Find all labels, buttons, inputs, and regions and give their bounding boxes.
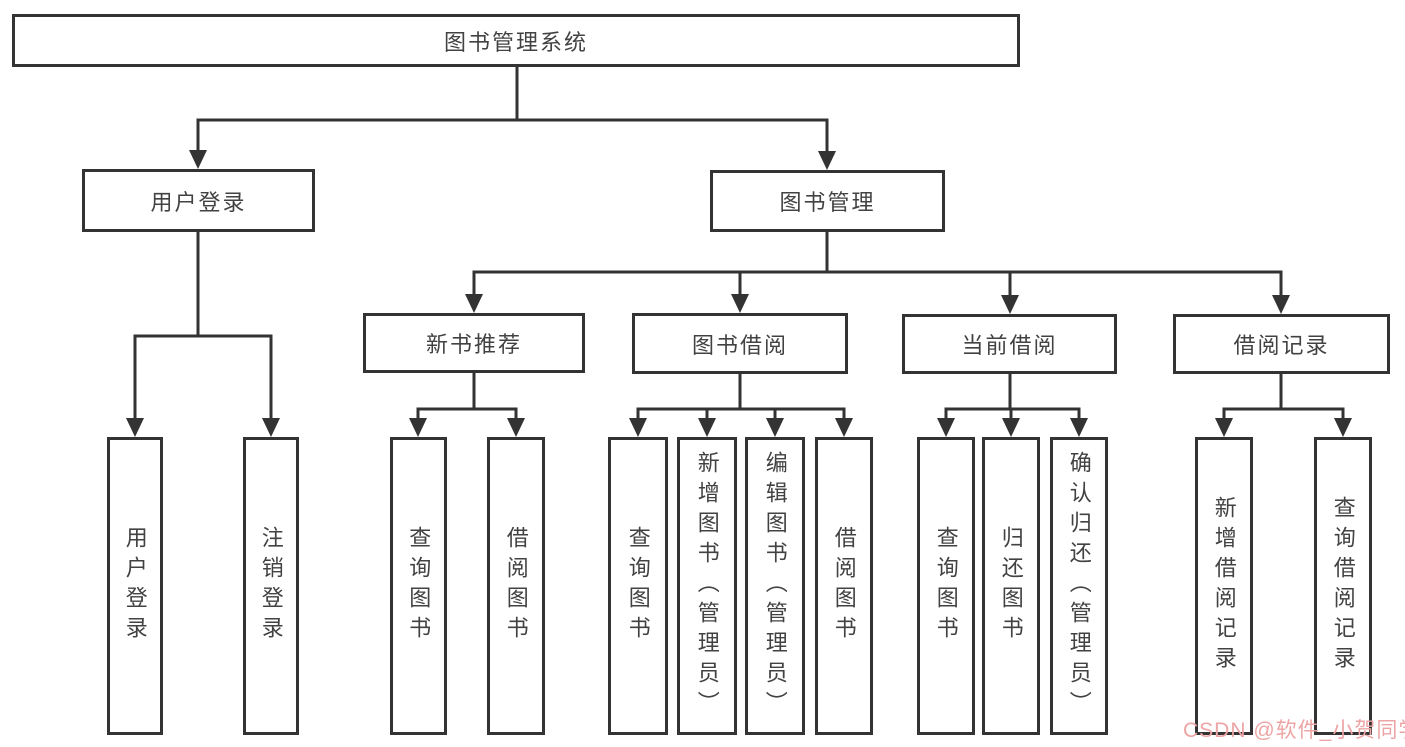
arrow-down-icon: [262, 418, 280, 437]
node-label: 查询图书: [933, 526, 959, 646]
node-leaf-confirm-return-admin: 确认归还（管理员）: [1050, 437, 1108, 735]
arrow-down-icon: [835, 418, 853, 437]
node-leaf-query-book-2: 查询图书: [608, 437, 668, 735]
node-label: 查询图书: [406, 526, 432, 646]
node-book-management: 图书管理: [710, 170, 945, 232]
node-label: 查询图书: [625, 526, 651, 646]
csdn-watermark: CSDN @软件_小贺同学: [1183, 719, 1405, 742]
node-label: 用户登录: [150, 189, 247, 215]
node-label: 新增借阅记录: [1211, 496, 1237, 676]
arrow-down-icon: [189, 150, 207, 169]
connector-book-borrow-split: [636, 374, 846, 421]
node-label: 注销登录: [258, 526, 284, 646]
node-leaf-query-borrow-record: 查询借阅记录: [1314, 437, 1372, 735]
arrow-down-icon: [937, 418, 955, 437]
node-current-borrow: 当前借阅: [902, 314, 1117, 374]
node-label: 图书管理: [779, 190, 876, 215]
node-label: 编辑图书（管理员）: [762, 451, 788, 721]
node-label: 借阅记录: [1233, 333, 1330, 358]
arrow-down-icon: [409, 418, 427, 437]
arrow-down-icon: [507, 418, 525, 437]
node-label: 确认归还（管理员）: [1066, 451, 1092, 721]
node-label: 用户登录: [122, 526, 148, 646]
node-leaf-add-borrow-record: 新增借阅记录: [1195, 437, 1253, 735]
connector-user-login-split: [133, 232, 273, 420]
node-leaf-query-book-3: 查询图书: [917, 437, 975, 735]
node-leaf-add-book-admin: 新增图书（管理员）: [677, 437, 737, 735]
node-leaf-user-login: 用户登录: [107, 437, 163, 735]
arrow-down-icon: [1215, 418, 1233, 437]
arrow-down-icon: [629, 418, 647, 437]
arrow-down-icon: [1001, 295, 1019, 314]
arrow-down-icon: [126, 418, 144, 437]
node-label: 图书借阅: [691, 332, 788, 358]
node-label: 借阅图书: [503, 526, 529, 646]
node-new-book-recommend: 新书推荐: [363, 313, 585, 373]
connector-current-borrow-split: [944, 374, 1081, 421]
arrow-down-icon: [1334, 418, 1352, 437]
node-leaf-query-book-1: 查询图书: [390, 437, 447, 735]
node-leaf-borrow-book-1: 借阅图书: [487, 437, 545, 735]
arrow-down-icon: [1002, 418, 1020, 437]
node-label: 归还图书: [998, 526, 1024, 646]
node-leaf-logout: 注销登录: [243, 437, 299, 735]
connector-level2: [196, 118, 829, 154]
connector-borrow-record-split: [1222, 374, 1345, 421]
arrow-down-icon: [465, 294, 483, 313]
node-root: 图书管理系统: [12, 14, 1020, 67]
arrow-down-icon: [731, 294, 749, 313]
connector-book-mgmt-split: [472, 232, 1283, 298]
node-book-borrow: 图书借阅: [632, 313, 848, 374]
arrow-down-icon: [698, 418, 716, 437]
arrow-down-icon: [1272, 295, 1290, 314]
arrow-down-icon: [1070, 418, 1088, 437]
arrow-down-icon: [818, 151, 836, 170]
node-leaf-edit-book-admin: 编辑图书（管理员）: [745, 437, 805, 735]
node-borrow-record: 借阅记录: [1173, 314, 1390, 374]
node-label: 图书管理系统: [443, 29, 588, 55]
node-label: 查询借阅记录: [1330, 496, 1356, 676]
connector-new-book-split: [416, 373, 518, 421]
node-user-login: 用户登录: [82, 169, 315, 232]
node-label: 新增图书（管理员）: [694, 451, 720, 721]
node-leaf-borrow-book-2: 借阅图书: [815, 437, 873, 735]
node-leaf-return-book: 归还图书: [982, 437, 1040, 735]
node-label: 当前借阅: [961, 333, 1058, 358]
node-label: 借阅图书: [831, 526, 857, 646]
node-label: 新书推荐: [425, 332, 522, 357]
arrow-down-icon: [766, 418, 784, 437]
